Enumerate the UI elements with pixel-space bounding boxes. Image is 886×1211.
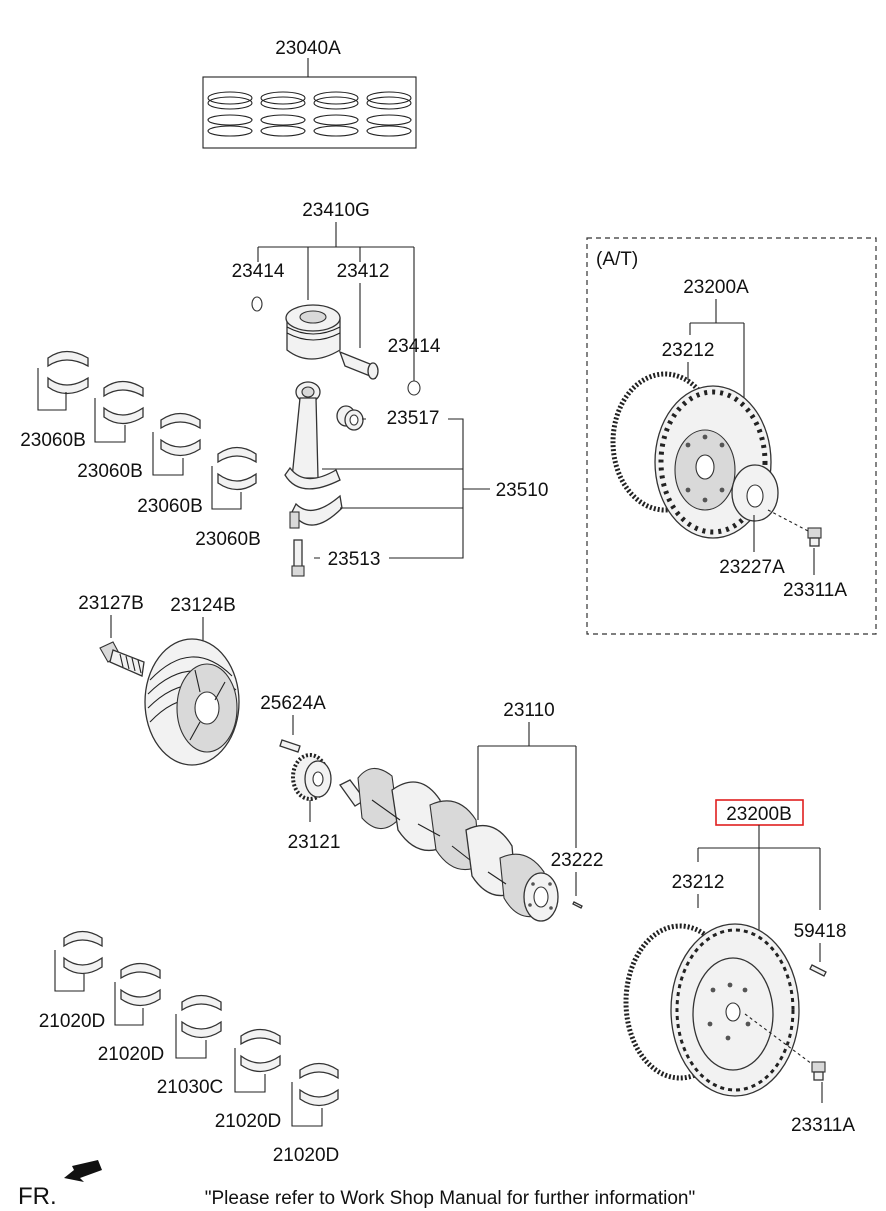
piston-ring-set[interactable]: 23040A: [202, 38, 417, 149]
dowel-pin-icon: [572, 901, 583, 909]
key-icon: [279, 739, 301, 753]
woodruff-key[interactable]: 25624A: [260, 693, 326, 753]
snap-ring-icon: [251, 296, 263, 312]
part-label-23212-at[interactable]: 23212: [662, 340, 715, 361]
part-label-21020D[interactable]: 21020D: [39, 1011, 106, 1032]
part-label-23311A-mt[interactable]: 23311A: [791, 1115, 855, 1136]
part-label-23060B[interactable]: 23060B: [77, 461, 143, 482]
bearing-shell-icon: [54, 930, 339, 1127]
bolt-icon: [811, 1061, 826, 1081]
part-label-23510[interactable]: 23510: [496, 480, 549, 501]
adapter-plate-icon: [731, 464, 779, 522]
piston-pin-icon: [338, 350, 379, 380]
part-label-21030C[interactable]: 21030C: [157, 1077, 224, 1098]
main-bearings[interactable]: 21020D 21020D 21030C 21020D 21020D: [39, 930, 340, 1167]
part-label-23414-right[interactable]: 23414: [388, 336, 441, 357]
dowel-pin-icon: [809, 964, 827, 977]
bolt-icon: [807, 527, 822, 547]
part-label-23127B[interactable]: 23127B: [78, 593, 144, 614]
conrod-bearings[interactable]: 23060B 23060B 23060B 23060B: [20, 350, 261, 551]
part-label-23200A[interactable]: 23200A: [683, 277, 749, 298]
piston-icon: [285, 304, 341, 360]
part-label-23410G[interactable]: 23410G: [302, 200, 370, 221]
part-label-59418[interactable]: 59418: [794, 921, 847, 942]
part-label-23110[interactable]: 23110: [503, 700, 554, 721]
footer-note: "Please refer to Work Shop Manual for fu…: [205, 1188, 695, 1209]
piston-assembly[interactable]: 23410G 23414 23412 23414: [232, 200, 441, 396]
part-label-23040A[interactable]: 23040A: [275, 38, 341, 59]
part-label-25624A[interactable]: 25624A: [260, 693, 326, 714]
part-label-23060B[interactable]: 23060B: [137, 496, 203, 517]
pulley-bolt-icon: [99, 641, 145, 677]
rod-bushing-icon: [336, 405, 364, 431]
part-label-23121[interactable]: 23121: [288, 832, 341, 853]
crank-sprocket-icon: [291, 753, 332, 801]
damper-pulley-assembly[interactable]: 23127B 23124B: [78, 593, 240, 766]
part-label-23124B[interactable]: 23124B: [170, 595, 236, 616]
part-label-23060B[interactable]: 23060B: [195, 529, 261, 550]
connecting-rod-assembly[interactable]: 23517 23510 23513: [284, 381, 549, 577]
flywheel-icon: [670, 923, 800, 1097]
part-label-23227A[interactable]: 23227A: [719, 557, 785, 578]
snap-ring-icon: [407, 380, 421, 396]
crankshaft-icon: [339, 767, 559, 922]
part-label-23414-left[interactable]: 23414: [232, 261, 285, 282]
damper-pulley-icon: [144, 638, 240, 766]
front-direction-indicator: FR.: [18, 1160, 102, 1210]
at-drive-plate-section[interactable]: (A/T) 23200A 23212 23227A: [586, 237, 877, 635]
bearing-shell-icon: [37, 350, 257, 510]
front-arrow-icon: [64, 1160, 102, 1182]
crankshaft-assembly[interactable]: 23110 23121 23222: [288, 700, 604, 922]
part-label-23060B[interactable]: 23060B: [20, 430, 86, 451]
part-label-23513[interactable]: 23513: [328, 549, 381, 570]
part-label-23200B[interactable]: 23200B: [726, 804, 792, 825]
at-section-title: (A/T): [596, 249, 638, 270]
mt-flywheel-section[interactable]: 23200B 23212 59418 23311A: [623, 799, 855, 1136]
part-label-21020D[interactable]: 21020D: [98, 1044, 165, 1065]
rod-cap-icon: [289, 494, 343, 529]
rod-bolt-icon: [291, 539, 305, 577]
connecting-rod-icon: [284, 381, 341, 490]
part-label-21020D[interactable]: 21020D: [215, 1111, 282, 1132]
part-label-21020D[interactable]: 21020D: [273, 1145, 340, 1166]
front-label: FR.: [18, 1183, 57, 1210]
part-label-23311A-at[interactable]: 23311A: [783, 580, 847, 601]
part-label-23517[interactable]: 23517: [387, 408, 440, 429]
part-label-23212-mt[interactable]: 23212: [672, 872, 725, 893]
part-label-23412[interactable]: 23412: [337, 261, 390, 282]
part-label-23222[interactable]: 23222: [551, 850, 604, 871]
